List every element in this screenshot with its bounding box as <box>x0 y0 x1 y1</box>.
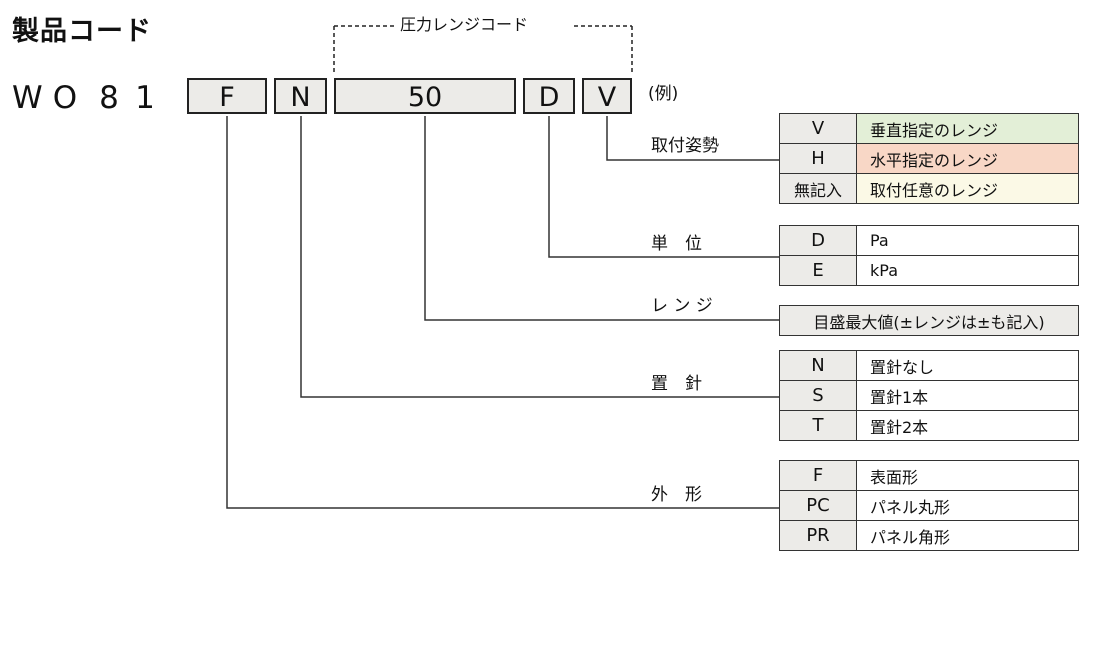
code-cell: 無記入 <box>779 173 857 204</box>
table-row: T 置針2本 <box>779 410 1079 441</box>
code-cell: F <box>779 460 857 491</box>
page-title: 製品コード <box>12 16 152 47</box>
code-box-shape: F <box>187 78 267 114</box>
table-row: S 置針1本 <box>779 380 1079 411</box>
table-row: PR パネル角形 <box>779 520 1079 551</box>
label-unit: 単 位 <box>651 234 702 254</box>
table-row: 無記入 取付任意のレンジ <box>779 173 1079 204</box>
prefix-char-8: 8 <box>99 80 119 116</box>
prefix-char-w: W <box>12 80 43 116</box>
code-cell: PR <box>779 520 857 551</box>
code-box-range: 50 <box>334 78 516 114</box>
desc-cell: パネル丸形 <box>856 490 1079 521</box>
code-cell: S <box>779 380 857 411</box>
desc-cell: 垂直指定のレンジ <box>856 113 1079 144</box>
table-row: F 表面形 <box>779 460 1079 491</box>
code-cell: V <box>779 113 857 144</box>
table-row: N 置針なし <box>779 350 1079 381</box>
table-row: H 水平指定のレンジ <box>779 143 1079 174</box>
table-mounting: V 垂直指定のレンジ H 水平指定のレンジ 無記入 取付任意のレンジ <box>779 113 1079 204</box>
label-mounting: 取付姿勢 <box>651 136 719 156</box>
line-needle <box>300 116 779 398</box>
example-label: (例) <box>648 84 679 104</box>
desc-cell: 表面形 <box>856 460 1079 491</box>
line-shape <box>226 116 779 509</box>
table-row: E kPa <box>779 255 1079 286</box>
table-row: D Pa <box>779 225 1079 256</box>
desc-cell: 置針なし <box>856 350 1079 381</box>
code-box-unit: D <box>523 78 575 114</box>
line-range <box>424 116 779 321</box>
desc-cell: kPa <box>856 255 1079 286</box>
desc-cell: 置針1本 <box>856 380 1079 411</box>
code-cell: D <box>779 225 857 256</box>
pressure-range-label: 圧力レンジコード <box>400 15 529 34</box>
code-box-mounting: V <box>582 78 632 114</box>
label-needle: 置 針 <box>651 374 702 394</box>
prefix-char-1: 1 <box>135 80 155 116</box>
range-desc-cell: 目盛最大値(±レンジは±も記入) <box>779 305 1079 336</box>
desc-cell: 置針2本 <box>856 410 1079 441</box>
code-cell: PC <box>779 490 857 521</box>
desc-cell: 取付任意のレンジ <box>856 173 1079 204</box>
desc-cell: 水平指定のレンジ <box>856 143 1079 174</box>
code-cell: T <box>779 410 857 441</box>
label-range: レ ン ジ <box>651 296 713 316</box>
pressure-range-bracket <box>333 25 633 75</box>
table-range: 目盛最大値(±レンジは±も記入) <box>779 305 1079 336</box>
table-needle: N 置針なし S 置針1本 T 置針2本 <box>779 350 1079 441</box>
code-cell: E <box>779 255 857 286</box>
code-box-needle: N <box>274 78 327 114</box>
line-mounting <box>606 116 779 161</box>
prefix-char-o: O <box>52 80 78 116</box>
table-row: V 垂直指定のレンジ <box>779 113 1079 144</box>
table-shape: F 表面形 PC パネル丸形 PR パネル角形 <box>779 460 1079 551</box>
desc-cell: パネル角形 <box>856 520 1079 551</box>
table-row: 目盛最大値(±レンジは±も記入) <box>779 305 1079 336</box>
table-row: PC パネル丸形 <box>779 490 1079 521</box>
line-unit <box>548 116 779 258</box>
desc-cell: Pa <box>856 225 1079 256</box>
code-cell: N <box>779 350 857 381</box>
table-unit: D Pa E kPa <box>779 225 1079 286</box>
label-shape: 外 形 <box>651 485 702 505</box>
code-cell: H <box>779 143 857 174</box>
